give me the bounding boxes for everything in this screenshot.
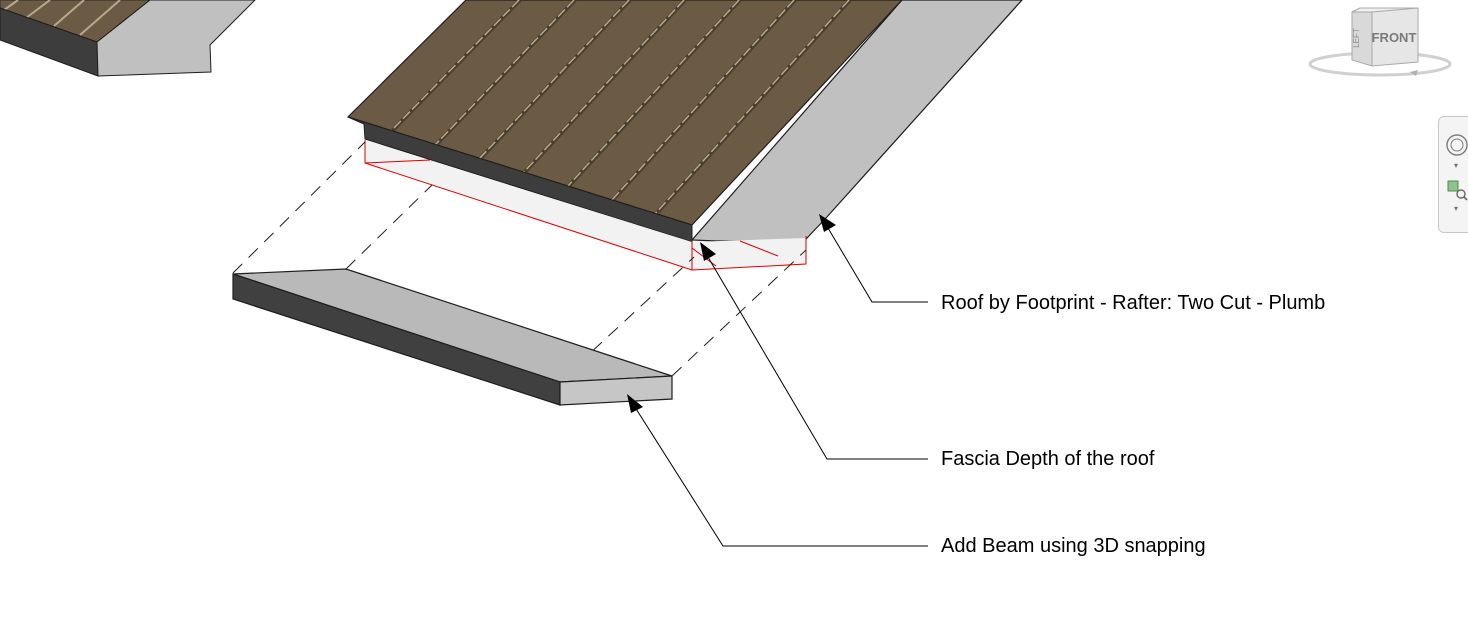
leader-roof (819, 214, 928, 303)
roof-type-label: Roof by Footprint - Rafter: Two Cut - Pl… (941, 292, 1326, 314)
navigation-bar: ▾ ▾ (1438, 116, 1468, 233)
steering-wheel-icon[interactable] (1445, 133, 1468, 157)
fascia-depth-end-fill (692, 238, 806, 270)
beam-end-face (559, 375, 673, 406)
beam[interactable] (232, 268, 673, 406)
adjacent-roof-seams (3, 0, 121, 36)
leader-fascia (700, 242, 928, 460)
viewcube-front-label: FRONT (1372, 30, 1417, 45)
fascia-depth-fill (365, 140, 692, 270)
viewcube-left-label: LEFT (1352, 28, 1361, 48)
viewcube-front-face[interactable] (1371, 7, 1419, 67)
fascia-depth-label: Fascia Depth of the roof (941, 448, 1155, 470)
adjacent-roof-segment[interactable] (0, 0, 256, 77)
leader-beam (627, 394, 928, 547)
roof-fascia-band (347, 116, 693, 243)
steering-wheel-dropdown-icon[interactable]: ▾ (1454, 161, 1459, 170)
viewcube-compass-pointer[interactable] (1410, 70, 1418, 76)
roof-standing-seams (390, 0, 852, 216)
zoom-dropdown-icon[interactable]: ▾ (1454, 204, 1459, 213)
adjacent-roof-gable-face (96, 0, 256, 77)
fascia-depth-highlight[interactable] (364, 140, 807, 271)
viewcube[interactable]: LEFT FRONT (1306, 0, 1456, 82)
zoom-region-icon[interactable] (1445, 177, 1468, 201)
main-roof[interactable] (346, 0, 1023, 243)
add-beam-label: Add Beam using 3D snapping (941, 535, 1206, 557)
